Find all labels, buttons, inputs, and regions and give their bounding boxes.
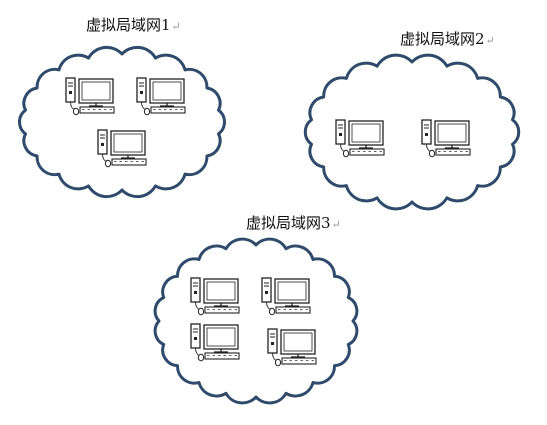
cloud-outline bbox=[153, 237, 359, 405]
cloud-network-2 bbox=[303, 53, 521, 211]
desktop-computer-icon bbox=[335, 119, 385, 158]
desktop-computer-icon bbox=[190, 323, 240, 362]
cloud-outline bbox=[303, 53, 521, 211]
cloud-network-3 bbox=[153, 237, 359, 405]
desktop-computer-icon bbox=[65, 77, 115, 116]
network-label-2: 虚拟局域网2↵ bbox=[400, 30, 495, 48]
desktop-computer-icon bbox=[267, 328, 317, 367]
network-label-1: 虚拟局域网1↵ bbox=[86, 16, 181, 34]
cloud-network-1 bbox=[18, 45, 226, 199]
desktop-computer-icon bbox=[261, 277, 311, 316]
cloud-outline bbox=[18, 45, 226, 199]
desktop-computer-icon bbox=[190, 277, 240, 316]
desktop-computer-icon bbox=[97, 129, 147, 168]
network-label-3: 虚拟局域网3↵ bbox=[246, 214, 341, 232]
desktop-computer-icon bbox=[421, 119, 471, 158]
desktop-computer-icon bbox=[136, 77, 186, 116]
